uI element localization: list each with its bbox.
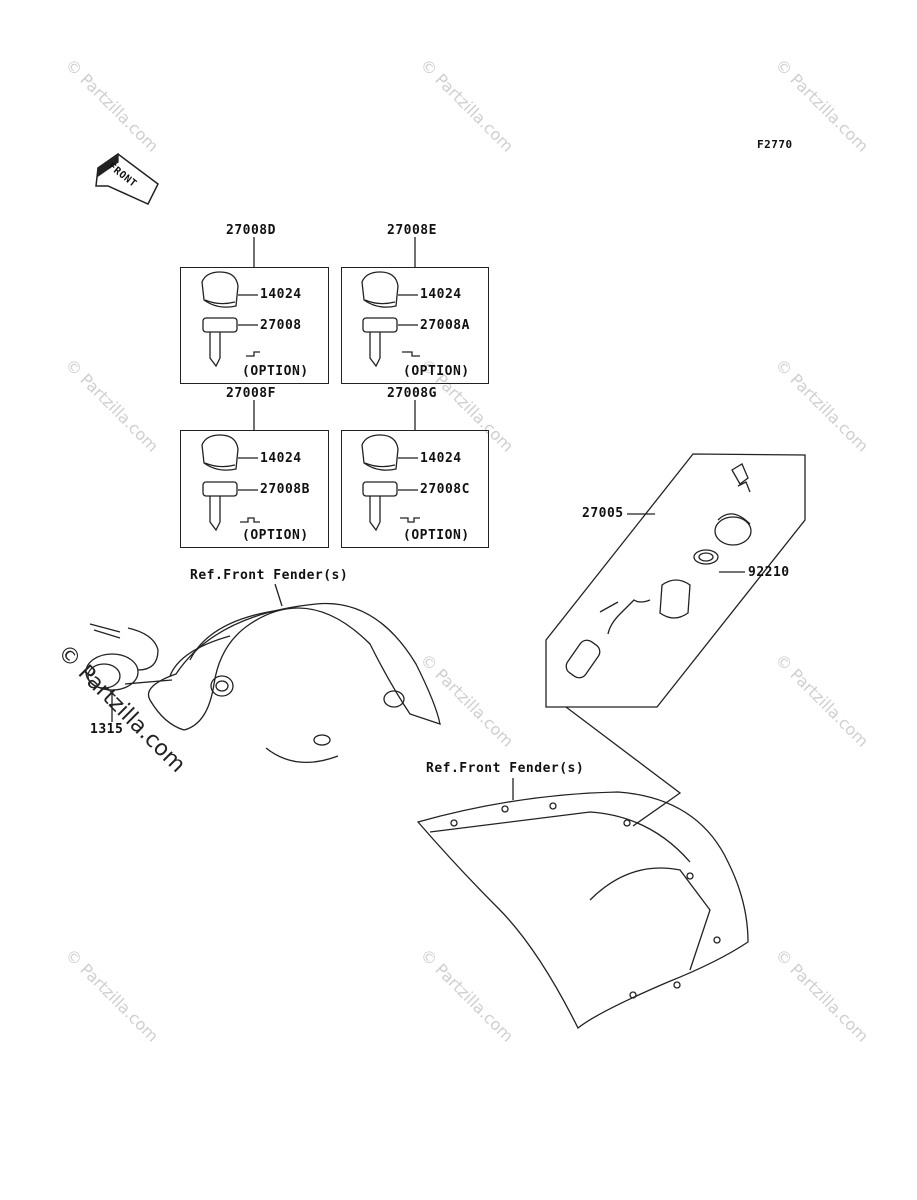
option-label: (OPTION): [242, 528, 309, 543]
kit-box: [180, 430, 329, 548]
kit-box: [180, 267, 329, 384]
lower-fender: [416, 778, 749, 1030]
ignition-switch-assembly: [565, 463, 752, 679]
kit-g-parts: [361, 434, 420, 532]
key-part-number: 27008B: [260, 482, 310, 497]
cap-part-number: 14024: [260, 287, 302, 302]
kit-e-parts: [361, 271, 420, 368]
option-label: (OPTION): [403, 528, 470, 543]
kit-title: 27008E: [387, 223, 437, 238]
left-switch: [85, 623, 173, 722]
kit-title: 27008G: [387, 386, 437, 401]
kit-d-parts: [201, 271, 260, 368]
key-part-number: 27008C: [420, 482, 470, 497]
kit-f-parts: [201, 434, 260, 532]
cap-part-number: 14024: [420, 287, 462, 302]
ref-front-fender-label: Ref.Front Fender(s): [190, 568, 349, 583]
cap-part-number: 14024: [420, 451, 462, 466]
switch-assembly-box: [545, 453, 806, 708]
nut-part-number: 92210: [748, 565, 790, 580]
option-label: (OPTION): [242, 364, 309, 379]
left-switch-part-number: 1315: [90, 722, 124, 737]
kit-title: 27008D: [226, 223, 276, 238]
key-part-number: 27008A: [420, 318, 470, 333]
key-part-number: 27008: [260, 318, 302, 333]
upper-fender: [147, 583, 441, 763]
front-arrow-icon: [95, 152, 159, 205]
ref-front-fender-label: Ref.Front Fender(s): [426, 761, 585, 776]
kit-box: [341, 267, 489, 384]
kit-title: 27008F: [226, 386, 276, 401]
option-label: (OPTION): [403, 364, 470, 379]
kit-box: [341, 430, 489, 548]
switch-assembly-part-number: 27005: [582, 506, 624, 521]
cap-part-number: 14024: [260, 451, 302, 466]
diagram-code: F2770: [757, 138, 793, 151]
